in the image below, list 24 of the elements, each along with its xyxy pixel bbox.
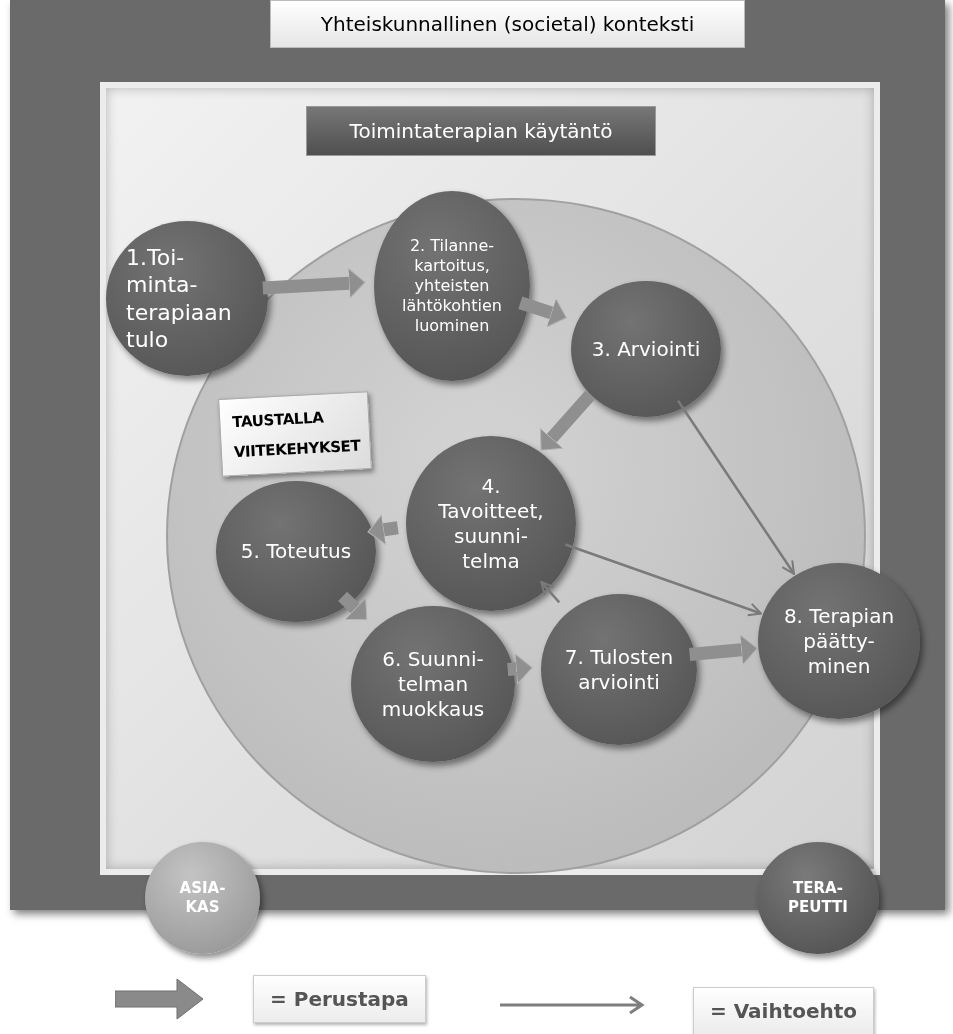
legend-text: = Perustapa [253, 975, 426, 1023]
frame-title: Yhteiskunnallinen (societal) konteksti [270, 0, 745, 48]
step-circle: 7. Tulosten arviointi [541, 594, 697, 745]
block-arrow [338, 591, 368, 621]
step-circle: 1.Toi- minta- terapiaan tulo [106, 221, 268, 376]
frame-title: Toimintaterapian käytäntö [306, 106, 656, 156]
step-circle: 4. Tavoitteet, suunni- telma [406, 436, 576, 611]
step-circle: 5. Toteutus [216, 481, 376, 622]
block-arrow [539, 390, 596, 451]
arrow [540, 580, 561, 604]
step-circle: 2. Tilanne- kartoitus, yhteisten lähtökohtien luominen [374, 191, 530, 381]
note-box: TAUSTALLA VIITEKEHYKSET [218, 391, 372, 477]
arrow [564, 543, 763, 617]
step-circle: 6. Suunni- telman muokkaus [351, 606, 515, 762]
block-arrow [518, 296, 567, 328]
block-arrow [262, 267, 366, 299]
arrow [677, 400, 795, 575]
block-arrow [367, 514, 399, 546]
context-frame [10, 0, 945, 910]
block-arrow [689, 634, 758, 666]
step-circle: TERA- PEUTTI [757, 842, 879, 954]
legend-text: = Vaihtoehto [693, 987, 875, 1034]
block-arrow [507, 653, 533, 685]
step-circle: 3. Arviointi [571, 281, 721, 417]
